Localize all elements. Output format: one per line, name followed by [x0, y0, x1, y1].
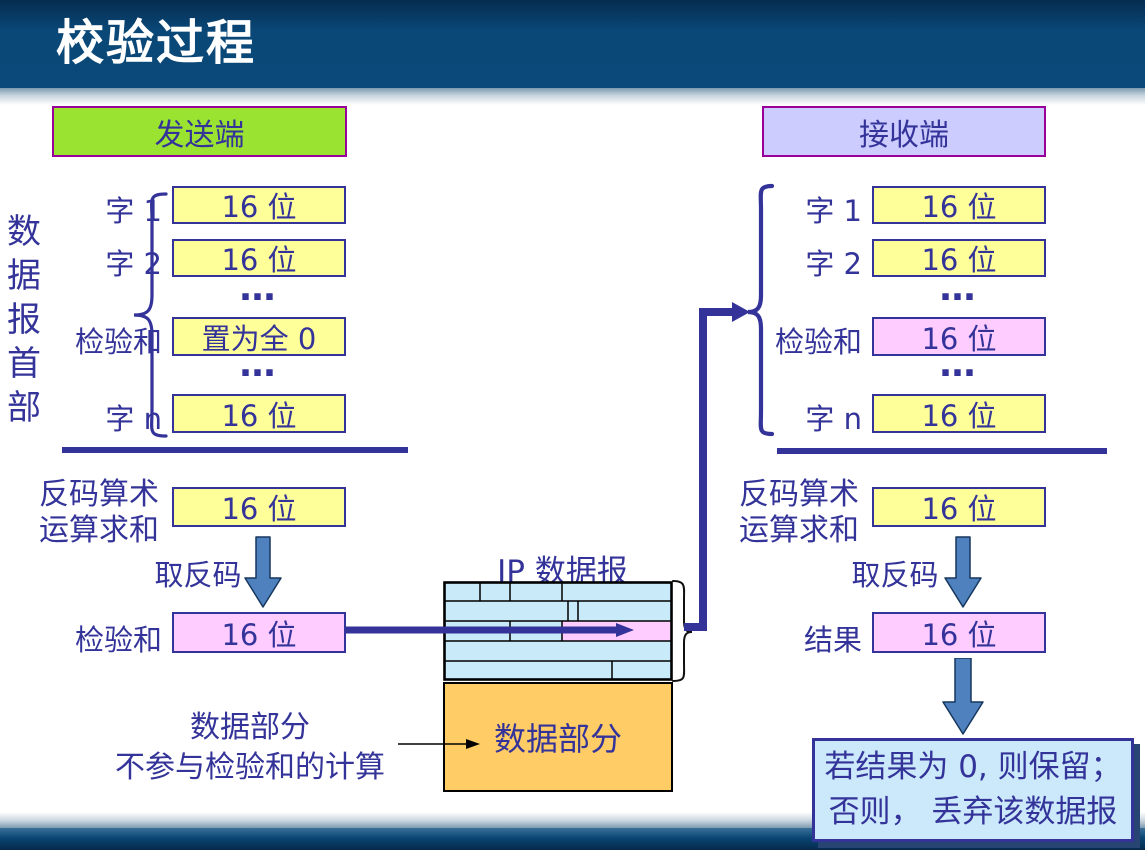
checksum-insert-arrow — [346, 623, 634, 637]
receiver-header: 接收端 — [762, 106, 1046, 157]
receiver-word2-label: 字 2 — [805, 247, 862, 281]
sender-sum-box: 16 位 — [172, 487, 346, 527]
sender-wordn-box: 16 位 — [172, 394, 346, 433]
receiver-sum-label: 反码算术 运算求和 — [739, 477, 859, 548]
sender-checksum-row-box: 置为全 0 — [172, 317, 346, 356]
slide-title: 校验过程 — [56, 15, 257, 71]
receiver-wordn-label: 字 n — [805, 402, 862, 436]
receiver-result-box: 16 位 — [872, 612, 1046, 653]
receiver-sum-rule — [777, 448, 1107, 454]
sender-word2-box: 16 位 — [172, 239, 346, 277]
decision-note-box: 若结果为 0, 则保留； 否则， 丢弃该数据报 — [812, 738, 1134, 842]
receiver-ellipsis-bottom: … — [939, 344, 979, 385]
sender-checksum-label: 检验和 — [74, 623, 162, 657]
title-bar — [0, 0, 1145, 88]
receiver-checksum-row-label: 检验和 — [774, 325, 862, 359]
data-part-box: 数据部分 — [443, 682, 673, 792]
receiver-ellipsis-top: … — [939, 268, 979, 309]
sender-checksum-row-label: 检验和 — [74, 325, 162, 359]
sender-invert-down-arrow-icon — [244, 536, 282, 608]
sender-wordn-label: 字 n — [105, 402, 162, 436]
receiver-invert-down-arrow-icon — [944, 536, 982, 608]
sender-ellipsis-top: … — [239, 268, 279, 309]
sender-ellipsis-bottom: … — [239, 344, 279, 385]
receiver-brace-icon — [747, 183, 775, 437]
sender-word1-box: 16 位 — [172, 186, 346, 224]
sender-word2-label: 字 2 — [105, 247, 162, 281]
sender-sum-label: 反码算术 运算求和 — [39, 477, 159, 548]
sender-side-label: 数 据 报 首 部 — [7, 212, 41, 428]
datagram-header-brace-icon — [672, 580, 693, 682]
data-part-arrow — [398, 739, 480, 749]
sender-invert-label: 取反码 — [154, 558, 242, 592]
data-part-note: 数据部分 不参与检验和的计算 — [115, 710, 385, 785]
receiver-word2-box: 16 位 — [872, 239, 1046, 277]
sender-sum-rule — [62, 447, 408, 453]
receiver-wordn-box: 16 位 — [872, 394, 1046, 433]
title-bar-fade — [0, 88, 1145, 105]
sender-brace-icon — [133, 192, 168, 438]
sender-word1-label: 字 1 — [105, 194, 162, 228]
result-down-arrow-icon — [942, 658, 984, 735]
sender-checksum-box: 16 位 — [172, 612, 346, 653]
receiver-invert-label: 取反码 — [851, 558, 939, 592]
receiver-word1-label: 字 1 — [805, 194, 862, 228]
receiver-checksum-row-box: 16 位 — [872, 317, 1046, 356]
receiver-sum-box: 16 位 — [872, 487, 1046, 527]
ip-header-grid — [443, 581, 673, 681]
receiver-result-label: 结果 — [803, 623, 862, 657]
transmit-connector-arrow — [684, 302, 750, 631]
sender-header: 发送端 — [52, 106, 347, 157]
receiver-word1-box: 16 位 — [872, 186, 1046, 224]
